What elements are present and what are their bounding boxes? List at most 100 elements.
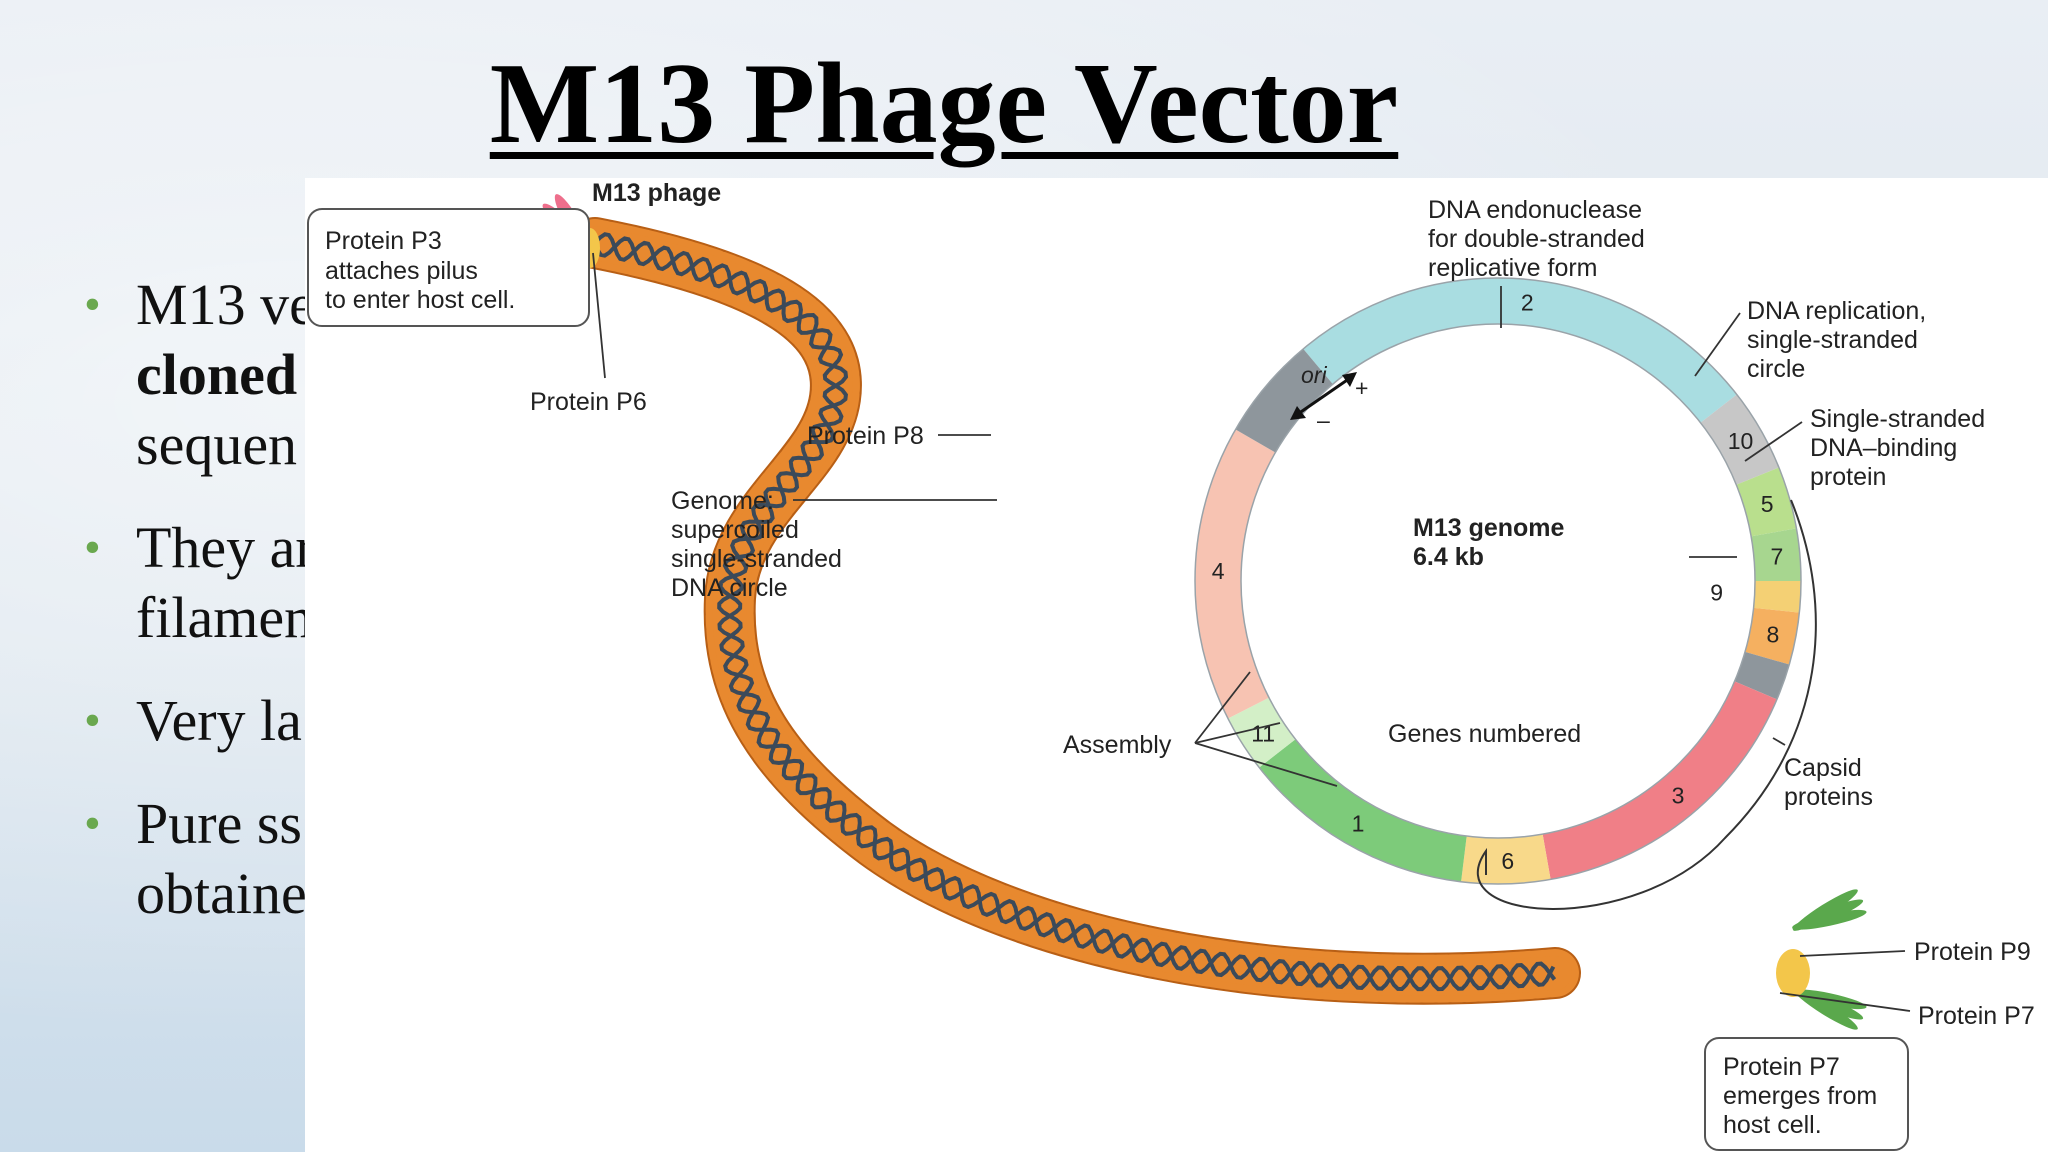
bullet-line: cloned (136, 342, 298, 407)
gene-5-segment (1736, 467, 1797, 537)
bullet-item: Pure ss obtaine (80, 789, 315, 929)
bullet-line: Pure ss (136, 791, 302, 856)
phage-right-tip (1776, 949, 1810, 997)
ori-minus-label: – (1317, 407, 1330, 433)
ori-plus-label: + (1355, 375, 1368, 401)
genome-label: DNA circle (671, 574, 788, 602)
m13-diagram: Protein P3 attaches pilus to enter host … (307, 179, 2035, 1151)
protein-p6-leader (592, 252, 606, 379)
protein-p3-label: to enter host cell. (325, 286, 515, 314)
bullet-line: They ar (136, 515, 315, 580)
assembly-leader (1194, 671, 1251, 744)
genome-ring-outline (1194, 277, 1802, 885)
bullet-list: M13 ve cloned sequen They ar filamen Ver… (80, 270, 315, 962)
endonuclease-label: replicative form (1428, 254, 1598, 282)
ssb-label: protein (1810, 463, 1886, 491)
genome-ring-outline (1240, 323, 1756, 839)
gene-8-segment (1744, 607, 1800, 665)
gene-1-segment (1259, 738, 1468, 882)
ssb-label: DNA–binding (1810, 434, 1957, 462)
gene-7-number: 7 (1771, 544, 1784, 570)
assembly-label: Assembly (1063, 731, 1172, 759)
genome-size-label: 6.4 kb (1413, 543, 1484, 571)
gene-11-segment (1228, 697, 1296, 768)
bullet-item: M13 ve cloned sequen (80, 270, 315, 480)
ori-label: ori (1301, 362, 1327, 388)
protein-p6-label: Protein P6 (530, 388, 647, 416)
protein-p9-leader (1799, 950, 1906, 957)
protein-p7-box (1704, 1037, 1909, 1151)
assembly-leader (1194, 742, 1338, 787)
m13-diagram-panel: Protein P3 attaches pilus to enter host … (305, 178, 2048, 1152)
gene-6-segment (1461, 834, 1551, 884)
gene-10-number: 10 (1728, 428, 1754, 454)
phage-genome-strand (593, 236, 1556, 992)
bullet-line: obtaine (136, 861, 307, 926)
endonuclease-label: for double-stranded (1428, 225, 1645, 253)
assembly-leader (1194, 722, 1281, 744)
gene-10-segment (1700, 394, 1779, 486)
slide-title: M13 Phage Vector (489, 40, 1399, 168)
phage-filament (569, 217, 1581, 1005)
m13-genome-map (1194, 277, 1802, 885)
protein-p7-box-label: Protein P7 (1723, 1053, 1840, 1081)
bullet-line: filamen (136, 585, 314, 650)
protein-p7-rod (1793, 988, 1858, 1030)
bullet-item: Very la (80, 686, 315, 756)
gene-8-number: 8 (1766, 621, 1779, 647)
protein-p9-rod (1792, 909, 1867, 930)
genes-numbered-label: Genes numbered (1388, 720, 1581, 748)
replication-leader (1694, 312, 1741, 377)
gene-4-number: 4 (1212, 558, 1225, 584)
replication-label: single-stranded (1747, 326, 1918, 354)
phage-heading: M13 phage (592, 179, 721, 207)
protein-p3-box (307, 208, 590, 327)
bullet-item: They ar filamen (80, 513, 315, 653)
ori-arrow-head (1342, 372, 1357, 387)
genome-label: Genome: (671, 487, 774, 515)
ssb-label: Single-stranded (1810, 405, 1985, 433)
protein-p7-box-label: emerges from (1723, 1082, 1877, 1110)
protein-p8-label: Protein P8 (807, 422, 924, 450)
phage-coat (578, 226, 1572, 996)
genome-label: single-stranded (671, 545, 842, 573)
capsid-label: Capsid (1784, 754, 1862, 782)
protein-p9-label: Protein P9 (1914, 938, 2031, 966)
protein-p7-leader (1779, 992, 1911, 1012)
gene-9-segment (1753, 580, 1802, 613)
bullet-line: M13 ve (136, 272, 315, 337)
gene-3-segment (1542, 681, 1777, 880)
ssb-leader (1744, 421, 1803, 462)
ori-arrow-head (1290, 406, 1306, 420)
gene-5-number: 5 (1761, 491, 1774, 517)
capsid-label: proteins (1784, 783, 1873, 811)
ori-segment (1235, 348, 1334, 453)
protein-p7-label: Protein P7 (1918, 1002, 2035, 1030)
gene-4-segment (1195, 429, 1276, 719)
protein-p3-label: attaches pilus (325, 257, 478, 285)
genome-center-label: M13 genome (1413, 514, 1565, 542)
genome-label: supercoiled (671, 516, 799, 544)
gene-6-number: 6 (1501, 848, 1514, 874)
capsid-bracket (1476, 499, 1817, 910)
protein-p7-box-label: host cell. (1723, 1111, 1822, 1139)
replication-label: DNA replication, (1747, 297, 1926, 325)
gene-7-segment (1751, 528, 1801, 582)
ori-arrow (1294, 374, 1354, 418)
gene-2-segment (1303, 278, 1737, 423)
endonuclease-label: DNA endonuclease (1428, 196, 1642, 224)
capsid-leader (1772, 737, 1786, 746)
protein-p3-label: Protein P3 (325, 227, 442, 255)
replication-label: circle (1747, 355, 1805, 383)
protein-p9-cluster (1792, 889, 1867, 1030)
gene-11-number: 11 (1251, 720, 1275, 746)
ori-segment (1734, 651, 1790, 700)
bullet-line: sequen (136, 412, 298, 477)
gene-3-number: 3 (1672, 782, 1685, 808)
gene-9-number: 9 (1710, 579, 1723, 605)
gene-2-number: 2 (1521, 290, 1534, 316)
gene-1-number: 1 (1352, 810, 1365, 836)
phage-genome-strand (593, 232, 1557, 992)
bullet-line: Very la (136, 688, 302, 753)
